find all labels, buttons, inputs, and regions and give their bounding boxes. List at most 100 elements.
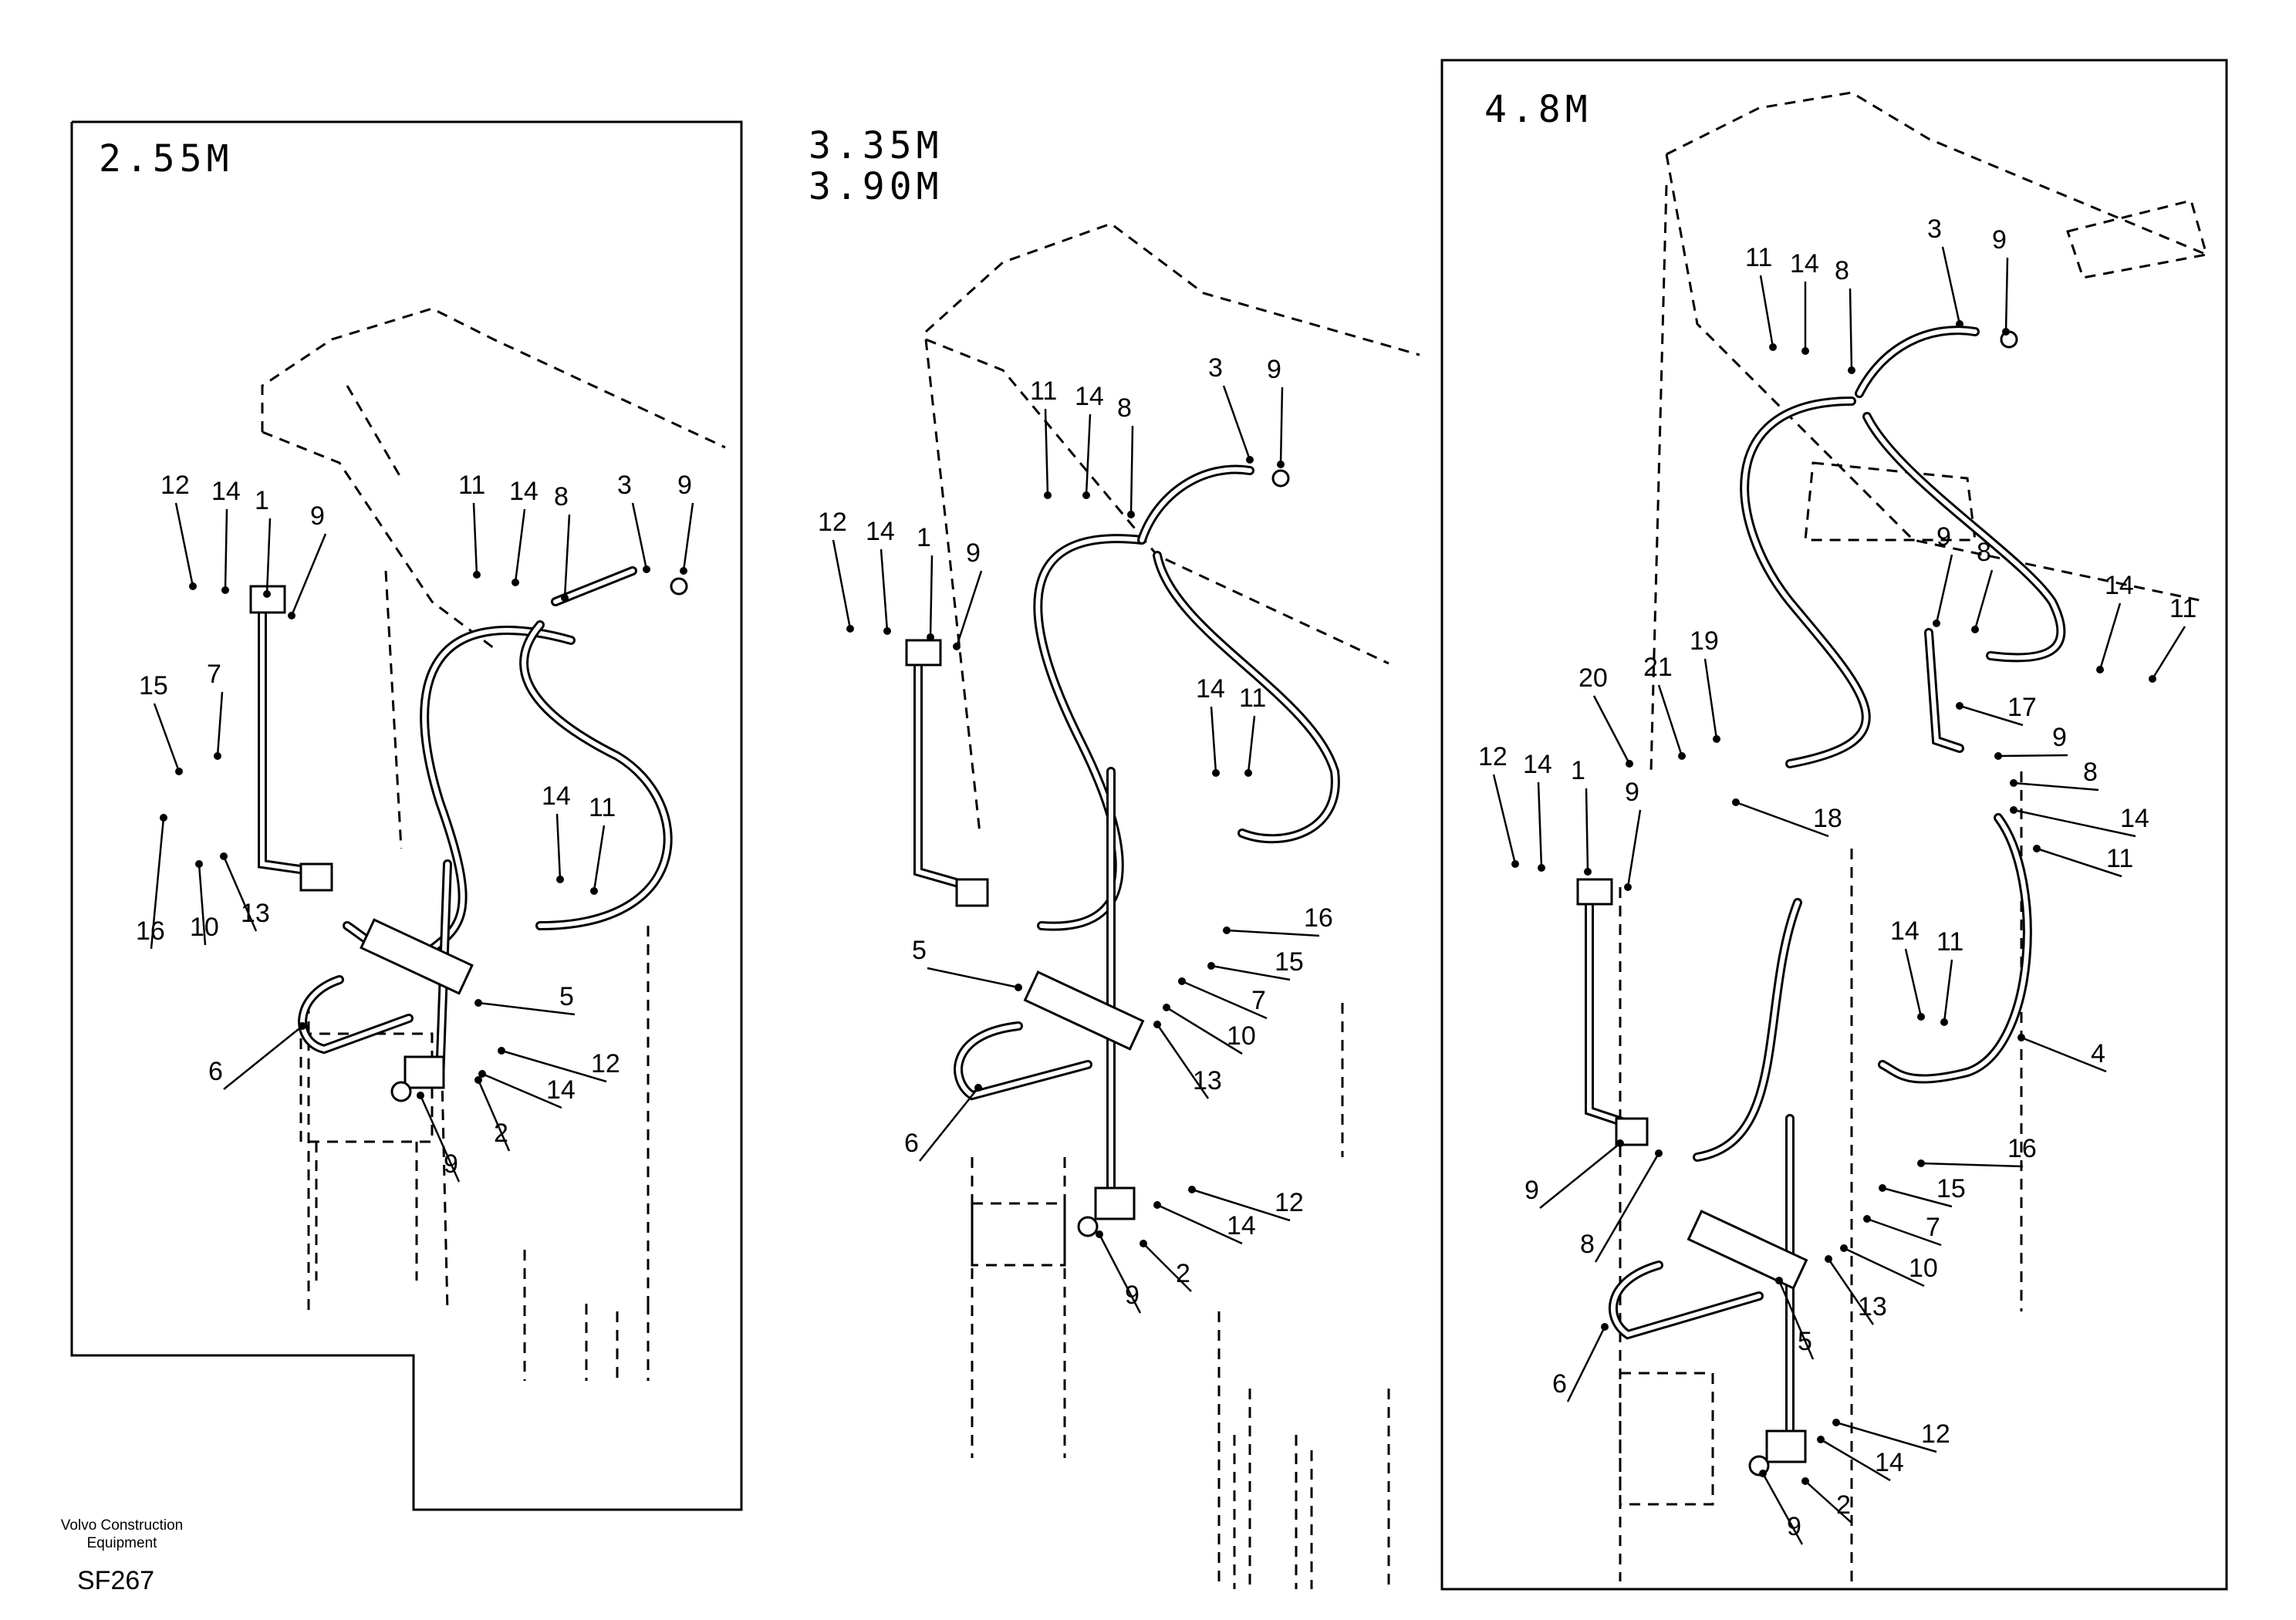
callout-arrowhead (1153, 1201, 1161, 1209)
callout-arrowhead (1801, 1477, 1809, 1485)
callout-arrowhead (2096, 666, 2104, 673)
callout-leader (174, 502, 194, 587)
callout-arrowhead (1212, 769, 1220, 777)
callout-arrowhead (263, 590, 271, 598)
callout-leader (2013, 781, 2099, 791)
hose-d-outer (1693, 898, 1802, 1162)
callout-number: 18 (1813, 804, 1842, 833)
callout-leader (1222, 385, 1251, 461)
callout-leader (2151, 626, 2186, 680)
callout-arrowhead (1956, 702, 1963, 710)
callout-number: 3 (617, 471, 632, 500)
callout-number: 20 (1578, 663, 1608, 693)
callout-arrowhead (1840, 1244, 1848, 1252)
callout-number: 9 (1992, 225, 2007, 255)
callout-arrowhead (1584, 868, 1592, 876)
callout-arrowhead (1244, 769, 1252, 777)
callout-arrowhead (590, 887, 598, 895)
panel-title: 3.90M (809, 165, 944, 208)
callout-leader (1129, 425, 1134, 515)
callout-arrowhead (1616, 1139, 1624, 1147)
callout-leader (1210, 964, 1291, 981)
callout-arrowhead (1140, 1240, 1147, 1247)
callout-arrowhead (189, 582, 197, 590)
callout-arrowhead (1655, 1149, 1663, 1157)
callout-arrowhead (1994, 752, 2002, 760)
callout-arrowhead (2017, 1034, 2025, 1041)
cylinder-ghost-outline (971, 1202, 1313, 1589)
callout-arrowhead (478, 1070, 486, 1078)
callout-arrowhead (1082, 491, 1090, 499)
callout-leader (1166, 1006, 1243, 1055)
callout-leader (290, 533, 327, 616)
callout-arrowhead (1713, 735, 1720, 743)
clamp-bracket-2 (955, 878, 989, 907)
callout-leader (1585, 788, 1589, 872)
callout-number: 14 (509, 477, 539, 506)
callout-leader (1759, 275, 1774, 348)
boom-ghost-outline (1619, 91, 2207, 1581)
callout-number: 14 (866, 517, 895, 546)
callout-number: 1 (255, 486, 269, 515)
cylinder-ghost-outline (299, 1032, 650, 1381)
boom-ghost-outline (924, 222, 1420, 1589)
callout-number: 11 (2169, 594, 2196, 623)
callout-arrowhead (1207, 962, 1215, 970)
callout-number: 7 (1926, 1213, 1940, 1242)
callout-number: 12 (160, 471, 190, 500)
callout-number: 6 (1552, 1369, 1567, 1399)
o-ring-top (1271, 469, 1290, 488)
callout-arrowhead (1940, 1018, 1948, 1026)
callout-number: 14 (1890, 916, 1920, 946)
callout-arrowhead (512, 579, 519, 586)
callout-arrowhead (498, 1047, 505, 1055)
callout-number: 14 (2105, 571, 2134, 600)
callout-leader (1943, 959, 1953, 1023)
callout-number: 11 (2106, 844, 2133, 873)
callout-arrowhead (1163, 1004, 1170, 1011)
boom-ghost-outline (261, 307, 726, 1312)
callout-number: 9 (444, 1149, 458, 1179)
callout-leader (919, 1087, 979, 1162)
callout-number: 9 (1125, 1281, 1140, 1310)
hose-a-outer (1033, 534, 1146, 931)
callout-arrowhead (1678, 752, 1686, 760)
callout-arrowhead (2010, 806, 2017, 814)
callout-arrowhead (953, 643, 961, 650)
pipe-clamp-lower (1765, 1429, 1807, 1463)
callout-arrowhead (1015, 984, 1022, 991)
callout-number: 13 (241, 899, 270, 928)
callout-number: 14 (211, 477, 241, 506)
callout-arrowhead (1863, 1215, 1871, 1223)
callout-number: 9 (310, 501, 325, 531)
callout-number: 12 (591, 1049, 620, 1078)
callout-arrowhead (220, 852, 228, 860)
callout-leader (555, 813, 562, 880)
panel-4-8m-frame (1440, 59, 2228, 1591)
callout-leader (1827, 1258, 1875, 1325)
callout-arrowhead (1817, 1436, 1825, 1443)
callout-leader (1191, 1188, 1291, 1222)
hose-b-inner (1857, 328, 2064, 660)
callout-arrowhead (1769, 343, 1777, 351)
callout-arrowhead (1178, 977, 1186, 985)
callout-number: 9 (1625, 778, 1639, 807)
callout-number: 19 (1690, 626, 1719, 656)
callout-number: 5 (912, 936, 927, 965)
callout-number: 14 (1790, 249, 1819, 278)
callout-arrowhead (846, 625, 854, 633)
callout-leader (1156, 1024, 1210, 1099)
callout-leader (153, 703, 181, 772)
callout-number: 6 (208, 1057, 223, 1086)
hose-a-outer (1740, 397, 1871, 768)
pipe-clamp-lower (403, 1055, 445, 1089)
callout-leader (682, 502, 694, 572)
callout-leader (1085, 413, 1092, 496)
callout-number: 2 (494, 1119, 508, 1148)
callout-number: 21 (1643, 653, 1673, 682)
callout-arrowhead (1917, 1159, 1925, 1167)
callout-arrowhead (214, 752, 221, 760)
callout-arrowhead (1917, 1013, 1925, 1021)
callout-number: 9 (2052, 723, 2067, 752)
